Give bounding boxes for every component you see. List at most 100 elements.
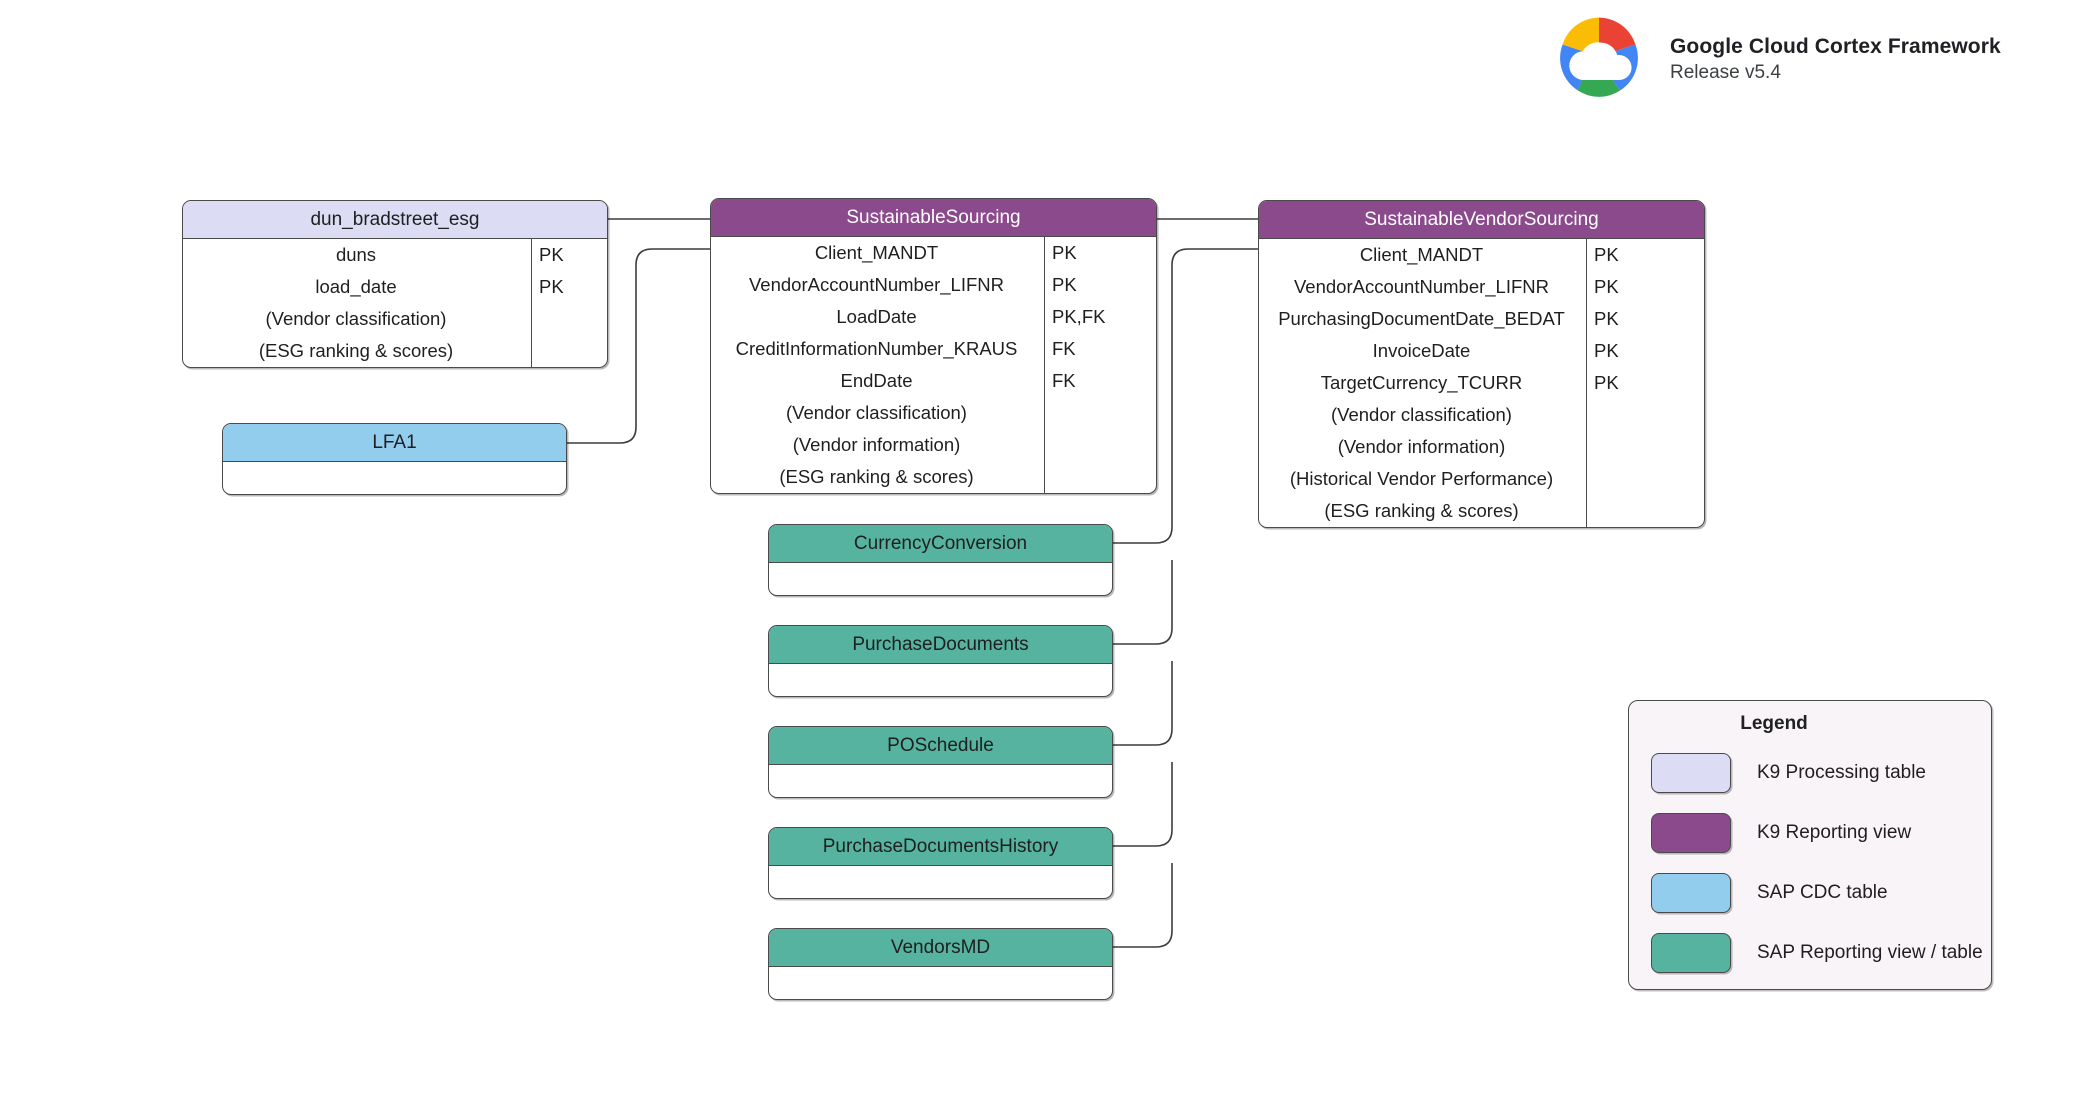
- entity-key-column-divider: [531, 239, 532, 367]
- entity-body: [769, 866, 1112, 898]
- entity-purchase-documents[interactable]: PurchaseDocuments: [768, 625, 1113, 697]
- field-name: duns: [335, 244, 377, 265]
- entity-field-row: (Vendor classification): [711, 397, 1156, 429]
- field-name: (ESG ranking & scores): [779, 466, 974, 487]
- entity-title: VendorsMD: [769, 929, 1112, 967]
- entity-empty-body: [769, 967, 1112, 999]
- field-name: LoadDate: [836, 306, 917, 327]
- field-name: PurchasingDocumentDate_BEDAT: [1278, 308, 1565, 329]
- connector-vendors-md-to-vendor-sourcing: [1113, 863, 1173, 948]
- field-name: VendorAccountNumber_LIFNR: [1293, 276, 1550, 297]
- connector-purchase-documents-to-vendor-sourcing: [1113, 560, 1173, 645]
- entity-title: SustainableVendorSourcing: [1259, 201, 1704, 239]
- field-name: load_date: [315, 276, 397, 297]
- legend-swatch-purple: [1651, 813, 1731, 853]
- field-name: (Vendor classification): [265, 308, 447, 329]
- field-key-label: PK: [1594, 308, 1619, 329]
- legend-swatch-lavender: [1651, 753, 1731, 793]
- entity-title: CurrencyConversion: [769, 525, 1112, 563]
- legend-label: SAP CDC table: [1757, 882, 1888, 903]
- entity-title: POSchedule: [769, 727, 1112, 765]
- field-name: TargetCurrency_TCURR: [1320, 372, 1523, 393]
- entity-field-row: (Vendor information): [1259, 431, 1704, 463]
- field-key-label: PK: [539, 276, 564, 297]
- legend-item-blue: SAP CDC table: [1651, 873, 1981, 913]
- entity-field-row: Client_MANDT PK: [711, 237, 1156, 269]
- entity-body: [223, 462, 566, 494]
- field-key-label: PK: [1594, 244, 1619, 265]
- entity-field-row: CreditInformationNumber_KRAUS FK: [711, 333, 1156, 365]
- field-name: VendorAccountNumber_LIFNR: [748, 274, 1005, 295]
- entity-field-row: PurchasingDocumentDate_BEDAT PK: [1259, 303, 1704, 335]
- field-name: (Historical Vendor Performance): [1289, 468, 1554, 489]
- field-name: (Vendor information): [792, 434, 961, 455]
- entity-body: [769, 563, 1112, 595]
- field-name: CreditInformationNumber_KRAUS: [735, 338, 1018, 359]
- entity-field-row: (ESG ranking & scores): [711, 461, 1156, 493]
- field-name: Client_MANDT: [1359, 244, 1484, 265]
- entity-empty-body: [769, 765, 1112, 797]
- entity-po-schedule[interactable]: POSchedule: [768, 726, 1113, 798]
- entity-empty-body: [769, 563, 1112, 595]
- field-key-label: PK,FK: [1052, 306, 1106, 327]
- entity-purchase-documents-history[interactable]: PurchaseDocumentsHistory: [768, 827, 1113, 899]
- entity-field-row: (ESG ranking & scores): [183, 335, 607, 367]
- entity-key-column-divider: [1586, 239, 1587, 527]
- entity-field-row: load_date PK: [183, 271, 607, 303]
- field-key-label: PK: [1594, 276, 1619, 297]
- header: Google Cloud Cortex Framework Release v5…: [1540, 6, 2001, 106]
- legend-item-green: SAP Reporting view / table: [1651, 933, 1983, 973]
- page-title: Google Cloud Cortex Framework: [1670, 35, 2001, 58]
- entity-field-row: (Historical Vendor Performance): [1259, 463, 1704, 495]
- field-name: (ESG ranking & scores): [258, 340, 454, 361]
- entity-title: PurchaseDocumentsHistory: [769, 828, 1112, 866]
- field-name: (Vendor classification): [786, 402, 967, 423]
- field-name: Client_MANDT: [814, 242, 939, 263]
- legend-title: Legend: [1740, 713, 1808, 734]
- entity-field-row: VendorAccountNumber_LIFNR PK: [711, 269, 1156, 301]
- field-name: (Vendor classification): [1331, 404, 1512, 425]
- entity-field-row: (Vendor information): [711, 429, 1156, 461]
- field-name: (Vendor information): [1337, 436, 1506, 457]
- entity-field-row: Client_MANDT PK: [1259, 239, 1704, 271]
- legend-label: K9 Processing table: [1757, 762, 1926, 783]
- entity-field-row: (Vendor classification): [1259, 399, 1704, 431]
- legend-item-lavender: K9 Processing table: [1651, 753, 1981, 793]
- entity-title: SustainableSourcing: [711, 199, 1156, 237]
- legend-item-purple: K9 Reporting view: [1651, 813, 1981, 853]
- connector-purchase-documents-history-to-vendor-sourcing: [1113, 762, 1173, 847]
- entity-title: dun_bradstreet_esg: [183, 201, 607, 239]
- field-name: (ESG ranking & scores): [1324, 500, 1519, 521]
- field-key-label: PK: [1052, 274, 1077, 295]
- entity-empty-body: [223, 462, 566, 494]
- entity-field-row: (Vendor classification): [183, 303, 607, 335]
- google-cloud-logo-icon: [1560, 17, 1638, 97]
- field-key-label: FK: [1052, 370, 1076, 391]
- entity-title: LFA1: [223, 424, 566, 462]
- field-key-label: PK: [1052, 242, 1077, 263]
- entity-body: [769, 967, 1112, 999]
- entity-body: Client_MANDT PK VendorAccountNumber_LIFNR P…: [711, 237, 1156, 493]
- entity-vendors-md[interactable]: VendorsMD: [768, 928, 1113, 1000]
- entity-title: PurchaseDocuments: [769, 626, 1112, 664]
- entity-body: [769, 664, 1112, 696]
- entity-lfa1[interactable]: LFA1: [222, 423, 567, 495]
- field-key-label: FK: [1052, 338, 1076, 359]
- field-key-label: PK: [539, 244, 564, 265]
- entity-currency-conversion[interactable]: CurrencyConversion: [768, 524, 1113, 596]
- entity-body: Client_MANDT PK VendorAccountNumber_LIFNR P…: [1259, 239, 1704, 527]
- entity-field-row: (ESG ranking & scores): [1259, 495, 1704, 527]
- legend-swatch-green: [1651, 933, 1731, 973]
- entity-field-list: Client_MANDT PK VendorAccountNumber_LIFNR P…: [711, 237, 1156, 493]
- entity-field-list: Client_MANDT PK VendorAccountNumber_LIFNR P…: [1259, 239, 1704, 527]
- connector-po-schedule-to-vendor-sourcing: [1113, 661, 1173, 746]
- field-name: InvoiceDate: [1372, 340, 1471, 361]
